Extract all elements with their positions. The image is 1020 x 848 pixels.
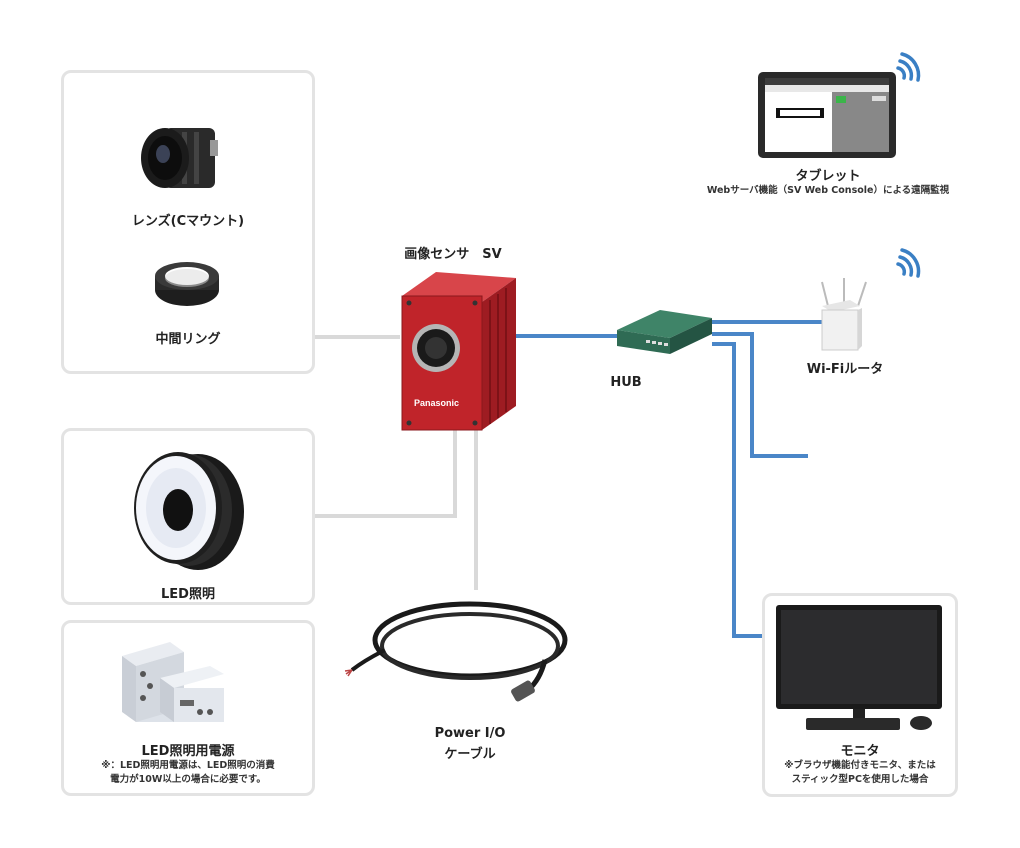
- line-hub-to-monitor: [712, 342, 762, 638]
- lens-label: レンズ(Cマウント): [131, 214, 245, 229]
- tablet-label: タブレット: [795, 169, 861, 184]
- camera-brand: Panasonic: [414, 398, 460, 408]
- ring-label: 中間リング: [155, 332, 221, 347]
- tablet-note: Webサーバ機能（SV Web Console）による遠隔監視: [706, 185, 950, 196]
- router-label: Wi-Fiルータ: [806, 362, 884, 377]
- lens-ring-box: [61, 70, 315, 374]
- cable-label-line2: ケーブル: [444, 747, 496, 762]
- line-hub-to-branch: [712, 332, 808, 458]
- monitor-note-line2: スティック型PCを使用した場合: [791, 774, 929, 785]
- power-label: LED照明用電源: [141, 744, 235, 759]
- monitor-note-line1: ※ブラウザ機能付きモニタ、または: [784, 760, 936, 771]
- power-note-line1: ※：LED照明用電源は、LED照明の消費: [101, 760, 275, 771]
- led-label: LED照明: [161, 587, 215, 602]
- line-led-to-sensor: [313, 428, 457, 518]
- sensor-label: 画像センサ SV: [404, 247, 502, 262]
- led-box: [61, 428, 315, 605]
- power-note-line2: 電力が10W以上の場合に必要です。: [110, 774, 266, 785]
- cable-label-line1: Power I/O: [434, 726, 506, 741]
- hub-label: HUB: [610, 375, 642, 390]
- monitor-label: モニタ: [840, 744, 880, 759]
